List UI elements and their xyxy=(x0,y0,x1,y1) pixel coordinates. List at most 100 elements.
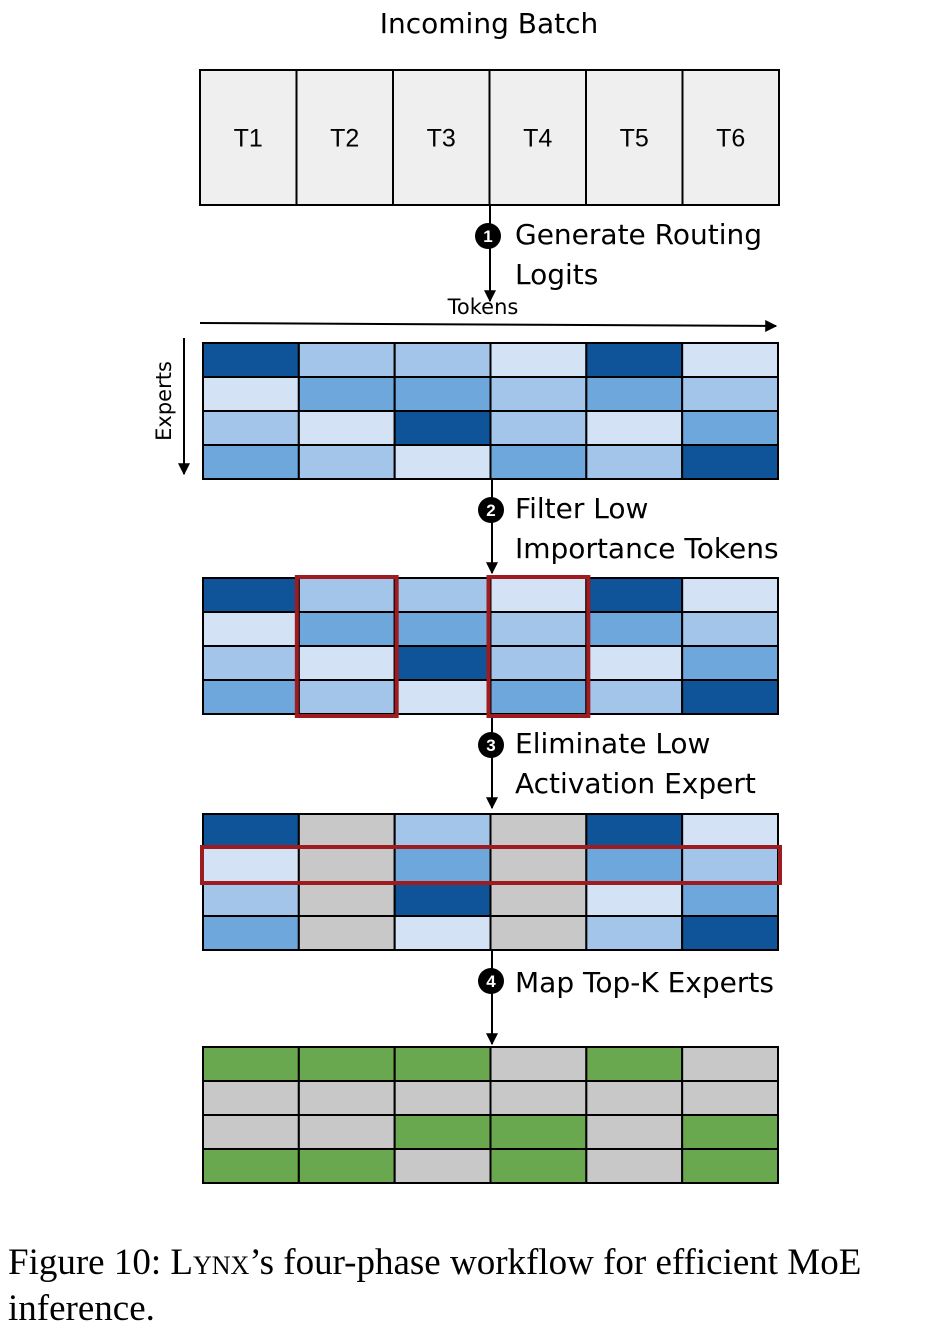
grid-cell xyxy=(202,444,300,480)
batch-token-label: T4 xyxy=(523,125,552,153)
grid-cell xyxy=(393,1046,492,1082)
grid-cell xyxy=(202,1148,300,1184)
step-number: 3 xyxy=(486,736,495,755)
grid-cell xyxy=(202,611,300,647)
grid-cell xyxy=(489,847,588,883)
grid-cell xyxy=(681,410,780,446)
low-importance-token-highlight xyxy=(294,575,399,718)
grid-cell xyxy=(489,813,588,849)
grid-cell xyxy=(681,1148,780,1184)
grid-cell xyxy=(297,881,396,917)
step-label-line: Eliminate Low xyxy=(515,727,710,760)
grid-cell xyxy=(297,1148,396,1184)
grid-cell xyxy=(585,915,684,951)
caption-text: ’s four-phase workflow for efficient MoE… xyxy=(8,1242,862,1329)
batch-token-label: T6 xyxy=(716,125,745,153)
grid-cell xyxy=(489,410,588,446)
step-number-badge xyxy=(478,732,504,758)
grid-cell xyxy=(202,847,300,883)
step-label-line: Generate Routing xyxy=(515,218,762,251)
grid-cell xyxy=(489,1148,588,1184)
grid-cell xyxy=(202,679,300,715)
grid-cell xyxy=(393,1114,492,1150)
grid-cell xyxy=(681,611,780,647)
low-importance-token-highlight xyxy=(486,575,591,718)
grid-cell xyxy=(585,645,684,681)
figure-caption: Figure 10: Lynx’s four-phase workflow fo… xyxy=(8,1240,948,1332)
step-number-badge xyxy=(478,968,504,994)
grid-cell xyxy=(681,881,780,917)
grid-cell xyxy=(202,1080,300,1116)
grid-cell xyxy=(297,577,396,613)
grid-cell xyxy=(393,915,492,951)
grid-cell xyxy=(681,1046,780,1082)
grid-cell xyxy=(489,342,588,378)
grid-cell xyxy=(585,1080,684,1116)
grid-cell xyxy=(585,847,684,883)
grid-cell xyxy=(297,410,396,446)
grid-cell xyxy=(202,813,300,849)
grid-cell xyxy=(393,847,492,883)
grid-cell xyxy=(585,444,684,480)
step-connectors xyxy=(484,205,498,1046)
grid-cell xyxy=(393,813,492,849)
batch-token-cell xyxy=(199,69,298,206)
grid-cell xyxy=(585,342,684,378)
step-number: 1 xyxy=(483,227,492,246)
grid-cell xyxy=(297,611,396,647)
step-number: 4 xyxy=(486,972,496,991)
step-label-line: Importance Tokens xyxy=(515,532,779,565)
step-label-line: Filter Low xyxy=(515,492,648,525)
grid-cell xyxy=(393,444,492,480)
grid-cell xyxy=(202,915,300,951)
topk-experts-grid xyxy=(202,1046,780,1184)
diagram-title: Incoming Batch xyxy=(380,7,599,40)
grid-cell xyxy=(202,1114,300,1150)
batch-token-label: T5 xyxy=(620,125,649,153)
grid-cell xyxy=(202,410,300,446)
grid-cell xyxy=(585,679,684,715)
grid-cell xyxy=(489,1114,588,1150)
step-number-badge xyxy=(475,223,501,249)
grid-cell xyxy=(585,577,684,613)
batch-token-cell xyxy=(295,69,394,206)
grid-cell xyxy=(297,645,396,681)
caption-system-name: Lynx xyxy=(170,1242,250,1283)
step-label-line: Map Top-K Experts xyxy=(515,966,774,999)
grid-cell xyxy=(202,645,300,681)
grid-cell xyxy=(297,376,396,412)
grid-cell xyxy=(393,611,492,647)
grid-cell xyxy=(681,342,780,378)
grid-cell xyxy=(585,376,684,412)
step-label-line: Logits xyxy=(515,258,598,291)
grid-cell xyxy=(489,881,588,917)
step-number-badge xyxy=(478,497,504,523)
filtered-tokens-grid xyxy=(202,575,780,718)
experts-axis: Experts xyxy=(152,338,190,476)
eliminated-experts-grid xyxy=(200,813,782,951)
grid-cell xyxy=(393,410,492,446)
experts-axis-label: Experts xyxy=(152,361,176,441)
grid-cell xyxy=(681,1080,780,1116)
grid-cell xyxy=(202,1046,300,1082)
grid-cell xyxy=(297,813,396,849)
batch-token-label: T1 xyxy=(234,125,263,153)
grid-cell xyxy=(393,376,492,412)
batch-token-cell xyxy=(392,69,491,206)
grid-cell xyxy=(681,577,780,613)
grid-cell xyxy=(297,444,396,480)
grid-cell xyxy=(585,611,684,647)
grid-cell xyxy=(585,1114,684,1150)
grid-cell xyxy=(393,1148,492,1184)
routing-logits-grid xyxy=(202,342,780,480)
grid-cell xyxy=(489,645,588,681)
grid-cell xyxy=(297,342,396,378)
grid-cell xyxy=(393,645,492,681)
batch-token-cell xyxy=(681,69,780,206)
grid-cell xyxy=(585,1148,684,1184)
grid-cell xyxy=(202,376,300,412)
grid-cell xyxy=(489,611,588,647)
grid-cell xyxy=(202,577,300,613)
